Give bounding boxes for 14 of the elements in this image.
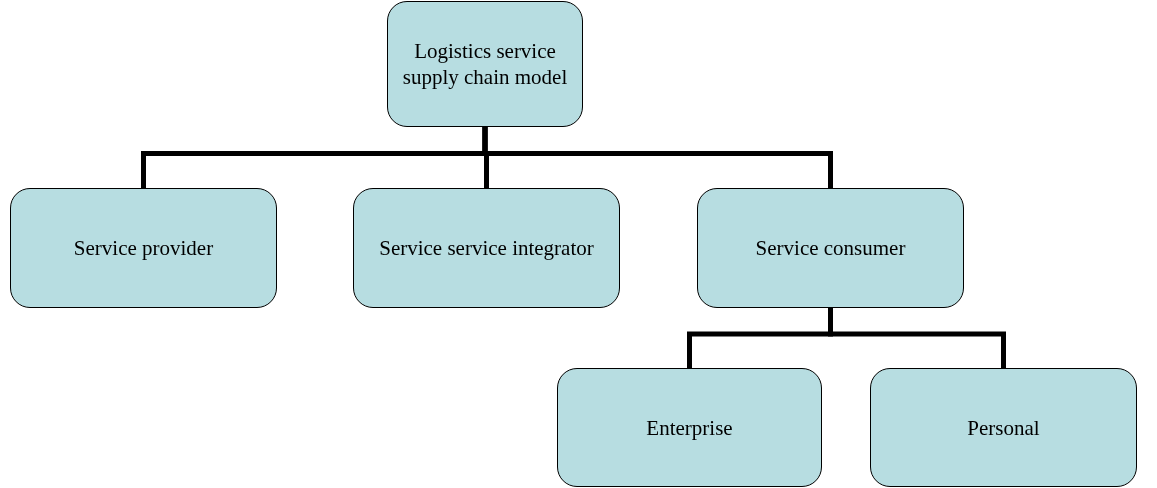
rounded-box bbox=[697, 188, 964, 308]
node-label: Service provider bbox=[73, 235, 214, 261]
node-label: Service consumer bbox=[755, 235, 906, 261]
rounded-box bbox=[557, 368, 822, 487]
rounded-box bbox=[387, 1, 583, 127]
node-label: Service service integrator bbox=[379, 235, 594, 261]
node-label: Enterprise bbox=[646, 414, 733, 441]
connector-line bbox=[482, 127, 833, 188]
connector-line bbox=[828, 308, 1006, 368]
rounded-box bbox=[870, 368, 1137, 487]
node-label: Logistics service supply chain model bbox=[401, 38, 569, 90]
rounded-box bbox=[10, 188, 277, 308]
node-label: Personal bbox=[967, 414, 1040, 441]
rounded-box bbox=[353, 188, 620, 308]
